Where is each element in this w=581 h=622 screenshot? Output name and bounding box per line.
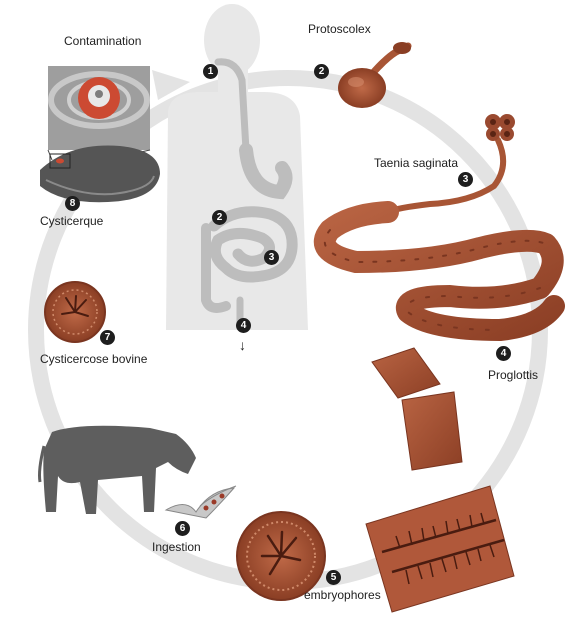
- marker-4-proglottis: 4: [496, 346, 511, 361]
- label-protoscolex: Protoscolex: [308, 22, 371, 36]
- ring-arrow-head: [152, 70, 190, 100]
- marker-2-digestive: 2: [212, 210, 227, 225]
- marker-3-taenia: 3: [458, 172, 473, 187]
- marker-3-digestive: 3: [264, 250, 279, 265]
- down-arrow-icon: ↓: [239, 337, 246, 353]
- marker-2-protoscolex: 2: [314, 64, 329, 79]
- taenia-worm: [313, 114, 565, 341]
- marker-4-digestive: 4: [236, 318, 251, 333]
- proglottis-segments: [371, 347, 463, 471]
- marker-5: 5: [326, 570, 341, 585]
- label-cysticerque: Cysticerque: [40, 214, 104, 228]
- marker-7: 7: [100, 330, 115, 345]
- marker-8: 8: [65, 196, 80, 211]
- contamination-inset: [47, 66, 151, 167]
- label-proglottis: Proglottis: [488, 368, 539, 382]
- label-cysticercose-bovine: Cysticercose bovine: [40, 352, 148, 366]
- marker-6: 6: [175, 521, 190, 536]
- label-embryophores: embryophores: [304, 588, 381, 602]
- label-ingestion: Ingestion: [152, 540, 201, 554]
- protoscolex-illustration: [338, 42, 412, 108]
- label-taenia-saginata: Taenia saginata: [374, 156, 459, 170]
- cysticercose-bovine: [44, 281, 106, 343]
- embryophore: [236, 511, 326, 601]
- gravid-proglottis: [365, 485, 515, 613]
- marker-1: 1: [203, 64, 218, 79]
- meat-piece: [40, 145, 160, 203]
- grass-illustration: [164, 485, 237, 519]
- cow-silhouette: [38, 425, 197, 514]
- label-contamination: Contamination: [64, 34, 142, 48]
